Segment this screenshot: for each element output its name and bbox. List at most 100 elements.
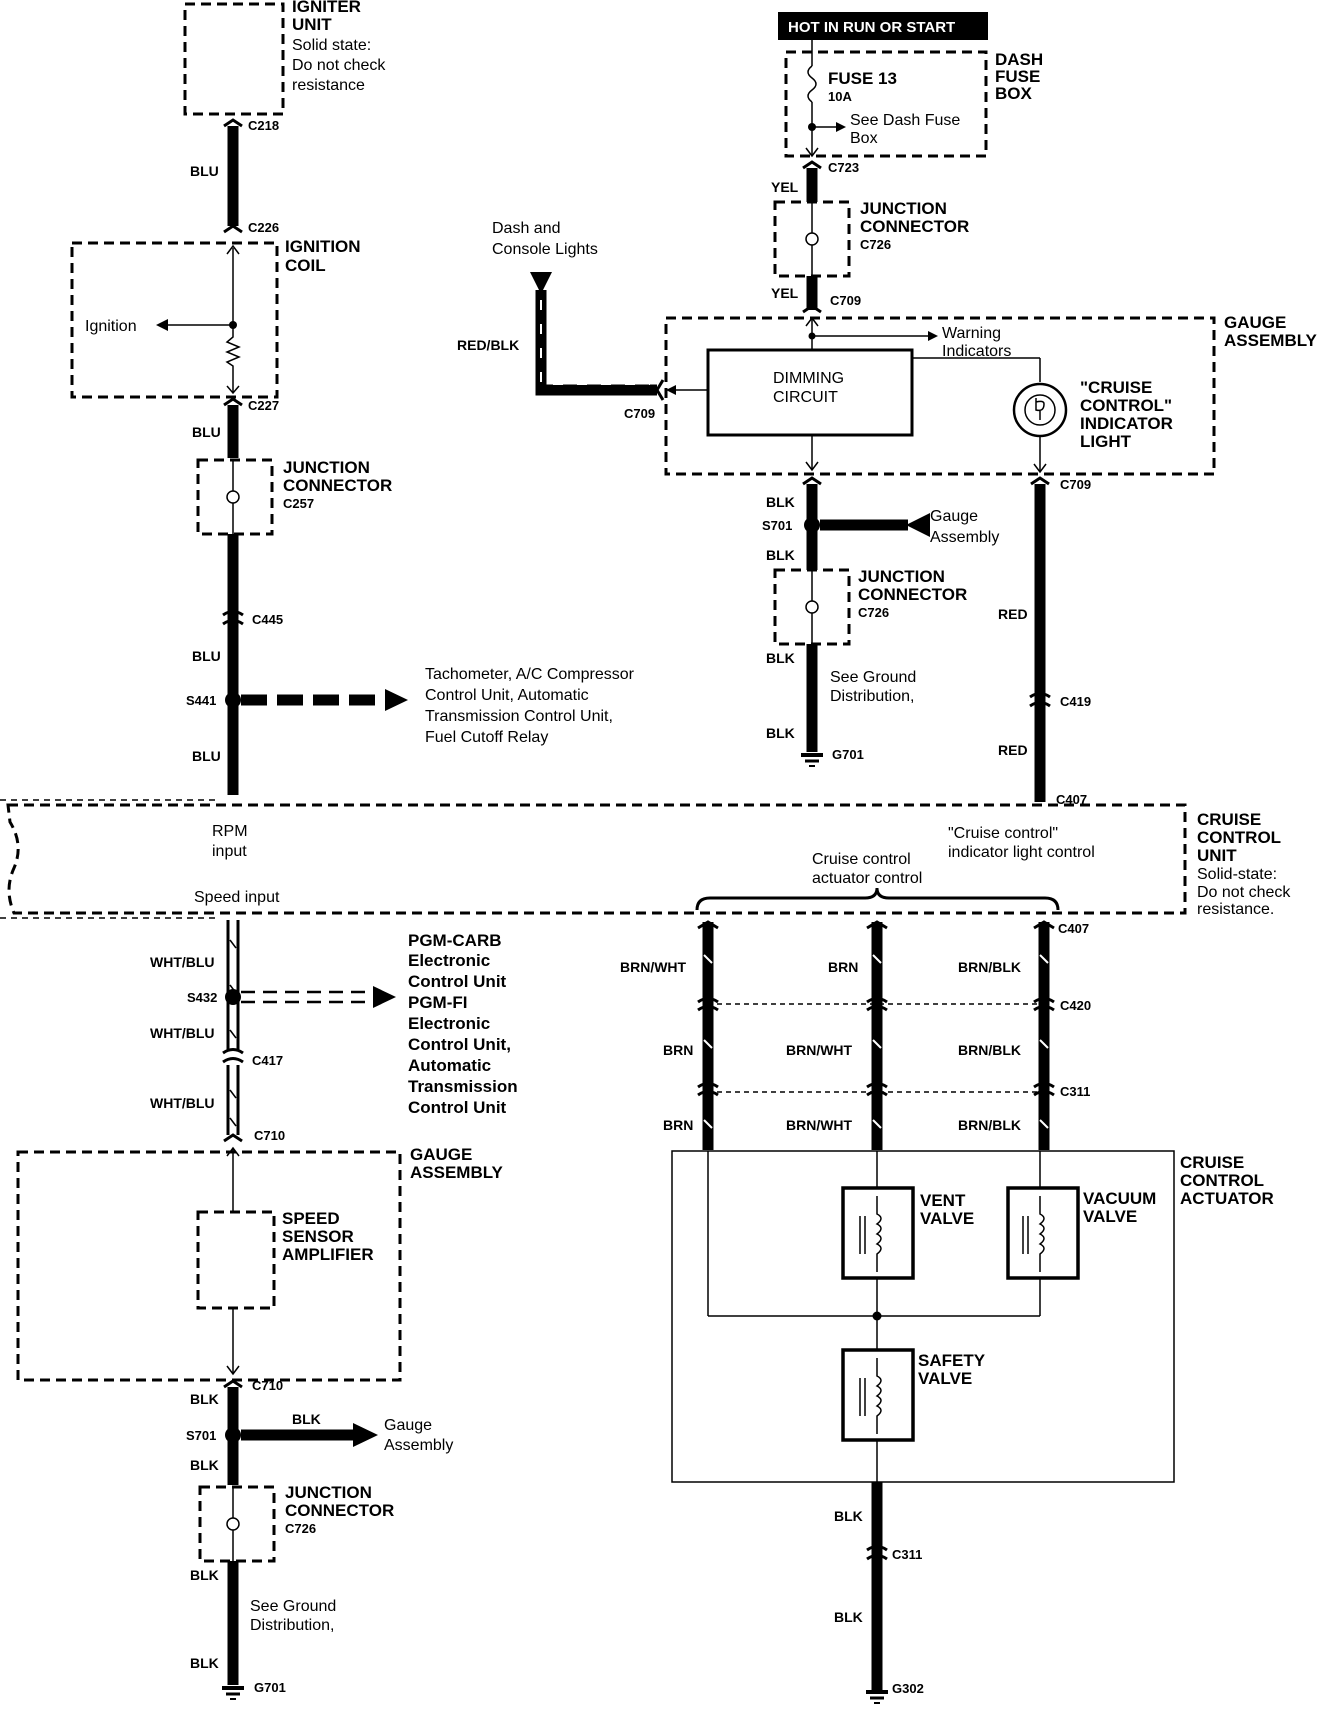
s441-arrow-icon <box>385 689 408 711</box>
cruise-control-unit-box <box>6 803 1187 915</box>
wire-label-blk-left-4: BLK <box>190 1655 219 1671</box>
connector-c709-red-mark <box>1030 476 1050 486</box>
hot-label-box <box>778 12 988 40</box>
wire-wht-blu-stripe-2 <box>229 1089 237 1127</box>
wire-label-blk-left-1: BLK <box>190 1391 219 1407</box>
lamp-out-arrow <box>1033 463 1047 474</box>
wire-label-brn-blk-b: BRN/BLK <box>958 1042 1021 1058</box>
dash-fuse-label-2: FUSE <box>995 67 1040 86</box>
fuse-13-name: FUSE 13 <box>828 69 897 88</box>
indicator-control-1: "Cruise control" <box>948 825 1058 842</box>
connector-c407-top: C407 <box>1056 792 1087 807</box>
wire-label-wht-blu-1: WHT/BLU <box>150 954 215 970</box>
ground-g302-icon <box>866 1690 888 1704</box>
wire-label-red-blk: RED/BLK <box>457 337 519 353</box>
igniter-label-3: Solid state: <box>292 37 371 54</box>
jc726-top-label-1: JUNCTION <box>860 199 947 218</box>
igniter-label-1: IGNITER <box>292 0 361 16</box>
fuse-note-2: Box <box>850 130 878 147</box>
tach-text-1: Tachometer, A/C Compressor <box>425 666 635 683</box>
wire-label-red-1: RED <box>998 606 1028 622</box>
connector-c709-left-mark <box>655 379 665 401</box>
jc726-right-terminal <box>805 600 819 614</box>
actuator-control-1: Cruise control <box>812 851 911 868</box>
gauge-lower-input-arrow <box>226 1146 240 1157</box>
wire-label-blk-right-4: BLK <box>766 725 795 741</box>
wire-label-blu-2: BLU <box>192 424 221 440</box>
gauge-assembly-top-box <box>664 316 1216 476</box>
speed-input: Speed input <box>194 889 280 906</box>
connector-c311-top: C311 <box>1060 1084 1090 1099</box>
pgm-text-8: Transmission <box>408 1077 518 1096</box>
connector-c311-bot-mark-bot <box>866 1554 888 1561</box>
wire-label-blu-1: BLU <box>190 163 219 179</box>
speed-sensor-label-1: SPEED <box>282 1209 340 1228</box>
connector-c257: C257 <box>283 496 314 511</box>
wire-wht-blu-2-outline[interactable] <box>226 1065 240 1135</box>
splice-s441 <box>225 692 241 708</box>
see-ground-right-1: See Ground <box>830 669 916 686</box>
ignition-coil-box <box>70 241 279 399</box>
wire-wht-blu-1-outline[interactable] <box>226 920 240 1050</box>
cruise-actuator-label-3: ACTUATOR <box>1180 1189 1274 1208</box>
dimming-circuit-label-1: DIMMING <box>773 370 844 387</box>
see-ground-left-1: See Ground <box>250 1598 336 1615</box>
gauge-left-small-1: Gauge <box>384 1417 432 1434</box>
cruise-indicator-label-2: CONTROL" <box>1080 396 1172 415</box>
tach-text-4: Fuel Cutoff Relay <box>425 729 548 746</box>
connector-c226-mark <box>223 224 243 234</box>
wire-red-blk[interactable] <box>535 290 657 396</box>
wire-label-blk-left-3: BLK <box>190 1567 219 1583</box>
speed-sensor-amplifier-box <box>196 1210 276 1310</box>
cruise-unit-label-2: CONTROL <box>1197 828 1281 847</box>
connector-c445: C445 <box>252 612 283 627</box>
connector-c218: C218 <box>248 118 279 133</box>
wire-label-brn-b: BRN <box>663 1042 693 1058</box>
igniter-label-5: resistance <box>292 77 365 94</box>
connector-c311-marks <box>697 1082 1055 1097</box>
splice-s432 <box>225 989 241 1005</box>
connector-c227-mark <box>223 397 243 407</box>
vent-valve-coil-icon <box>859 1196 882 1272</box>
connector-c445-mark-top <box>222 610 244 617</box>
ground-g701-right-icon <box>801 753 823 767</box>
dimming-down-arrow <box>805 461 819 472</box>
gauge-right-small-1: Gauge <box>930 508 978 525</box>
cruise-actuator-label-2: CONTROL <box>1180 1171 1264 1190</box>
indicator-control-2: indicator light control <box>948 844 1095 861</box>
cruise-indicator-label-1: "CRUISE <box>1080 378 1152 397</box>
wire-label-brn-blk-a: BRN/BLK <box>958 959 1021 975</box>
fuse-13-icon <box>807 65 817 103</box>
wire-label-yel-1: YEL <box>771 179 799 195</box>
ignition-label: Ignition <box>85 318 137 335</box>
pgm-text-2: Electronic <box>408 951 490 970</box>
wire-label-brn-c: BRN <box>663 1117 693 1133</box>
wire-label-blk-g302-2: BLK <box>834 1609 863 1625</box>
cruise-actuator-label-1: CRUISE <box>1180 1153 1244 1172</box>
actuator-common-dot <box>872 1311 882 1321</box>
pgm-text-7: Automatic <box>408 1056 491 1075</box>
connector-c311-bot-mark-top <box>866 1545 888 1552</box>
gauge-assembly-left-arrow-icon <box>353 1423 378 1447</box>
igniter-label-2: UNIT <box>292 15 332 34</box>
connector-s701-right: S701 <box>762 518 792 533</box>
dash-console-label-2: Console Lights <box>492 241 598 258</box>
gauge-lower-output-arrow <box>226 1365 240 1376</box>
see-ground-right-2: Distribution, <box>830 688 914 705</box>
connector-c417: C417 <box>252 1053 283 1068</box>
wire-label-blk-right-3: BLK <box>766 650 795 666</box>
speed-sensor-label-2: SENSOR <box>282 1227 354 1246</box>
wire-s432-branch[interactable] <box>241 990 374 1004</box>
dimming-circuit-label-2: CIRCUIT <box>773 389 838 406</box>
cruise-indicator-label-3: INDICATOR <box>1080 414 1173 433</box>
jc726-left-terminal <box>226 1517 240 1531</box>
connector-c218-mark <box>223 118 243 128</box>
connector-c311-bot: C311 <box>892 1547 922 1562</box>
gauge-assembly-lower-label-2: ASSEMBLY <box>410 1163 504 1182</box>
cruise-unit-label-6: resistance. <box>1197 901 1274 918</box>
vacuum-valve-box <box>1006 1186 1080 1280</box>
gauge-right-small-2: Assembly <box>930 529 999 546</box>
connector-c407-marks <box>697 920 1055 930</box>
wire-label-brn-wht-c: BRN/WHT <box>786 1117 853 1133</box>
connector-c710-mark-top <box>223 1133 243 1143</box>
